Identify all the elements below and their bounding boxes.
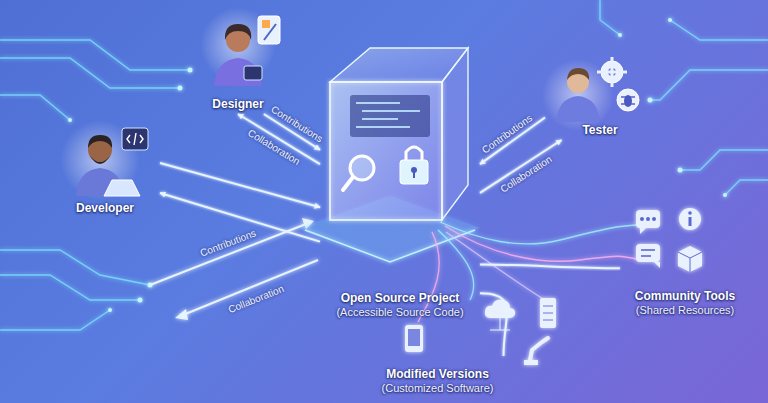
- flow-label: Contributions: [199, 227, 258, 258]
- community-icons: [636, 208, 702, 272]
- node-title: Modified Versions: [386, 367, 489, 382]
- node-title: Developer: [76, 201, 134, 216]
- person-node: Tester: [545, 50, 655, 140]
- circuit-lines: [0, 0, 768, 330]
- node-subtitle: (Accessible Source Code): [336, 306, 463, 320]
- person-node: Designer: [195, 4, 281, 114]
- connector-arrow: [480, 265, 620, 269]
- project-node: Open Source Project(Accessible Source Co…: [320, 35, 480, 322]
- designer-figure: [200, 7, 280, 86]
- edge-label: Collaboration: [246, 127, 302, 167]
- connector-arrow: [480, 293, 507, 356]
- edge-label: Contributions: [269, 104, 325, 145]
- project-cube: [300, 48, 480, 262]
- circuit-dots: [68, 18, 727, 312]
- person-node: Developer: [50, 118, 160, 218]
- node-title: Community Tools: [635, 289, 735, 304]
- node-title: Tester: [582, 123, 617, 138]
- node-subtitle: (Shared Resources): [636, 304, 734, 318]
- edge-label: Collaboration: [498, 153, 553, 194]
- resource-node: Community Tools(Shared Resources): [620, 205, 750, 320]
- flow-label: Collaboration: [227, 283, 286, 315]
- node-title: Open Source Project: [341, 291, 460, 306]
- resource-node: Modified Versions(Customized Software): [355, 356, 520, 398]
- developer-figure: [60, 120, 148, 200]
- node-subtitle: (Customized Software): [382, 382, 494, 396]
- node-title: Designer: [212, 97, 263, 112]
- tester-figure: [542, 57, 639, 131]
- edge-label: Contributions: [480, 112, 534, 155]
